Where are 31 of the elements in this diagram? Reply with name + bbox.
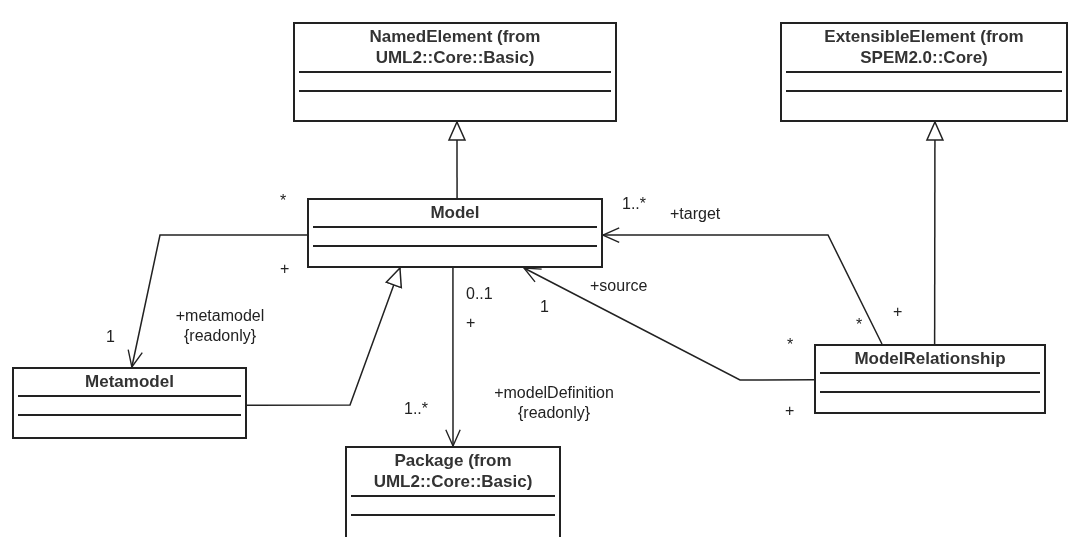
multiplicity-label: * <box>280 192 287 210</box>
multiplicity-label: 1 <box>540 298 549 316</box>
multiplicity-label: 1..* <box>622 195 646 213</box>
class-name: Metamodel <box>18 369 241 397</box>
association-arrow <box>523 267 815 381</box>
class-box <box>814 344 1046 414</box>
generalization-arrow <box>926 121 944 345</box>
multiplicity-label: 0..1 <box>466 285 493 303</box>
generalization-arrow <box>246 267 403 406</box>
class-box <box>345 446 561 537</box>
multiplicity-label: + <box>466 314 476 332</box>
multiplicity-label: + <box>893 303 903 321</box>
association-arrow <box>445 267 461 447</box>
class-box <box>307 198 603 268</box>
multiplicity-label: 1..* <box>404 400 428 418</box>
class-name: NamedElement (from UML2::Core::Basic) <box>299 24 611 73</box>
class-box <box>780 22 1068 122</box>
class-box <box>293 22 617 122</box>
generalization-arrow <box>448 121 466 199</box>
class-name: ModelRelationship <box>820 346 1040 374</box>
multiplicity-label: * <box>856 316 863 334</box>
multiplicity-label: + <box>785 402 795 420</box>
class-box <box>12 367 247 439</box>
association-arrow <box>602 227 883 345</box>
class-name: ExtensibleElement (from SPEM2.0::Core) <box>786 24 1062 73</box>
association-arrow <box>127 234 308 368</box>
class-name: Package (from UML2::Core::Basic) <box>351 448 555 497</box>
multiplicity-label: + <box>280 260 290 278</box>
multiplicity-label: 1 <box>106 328 115 346</box>
class-name: Model <box>313 200 597 228</box>
multiplicity-label: * <box>787 336 794 354</box>
